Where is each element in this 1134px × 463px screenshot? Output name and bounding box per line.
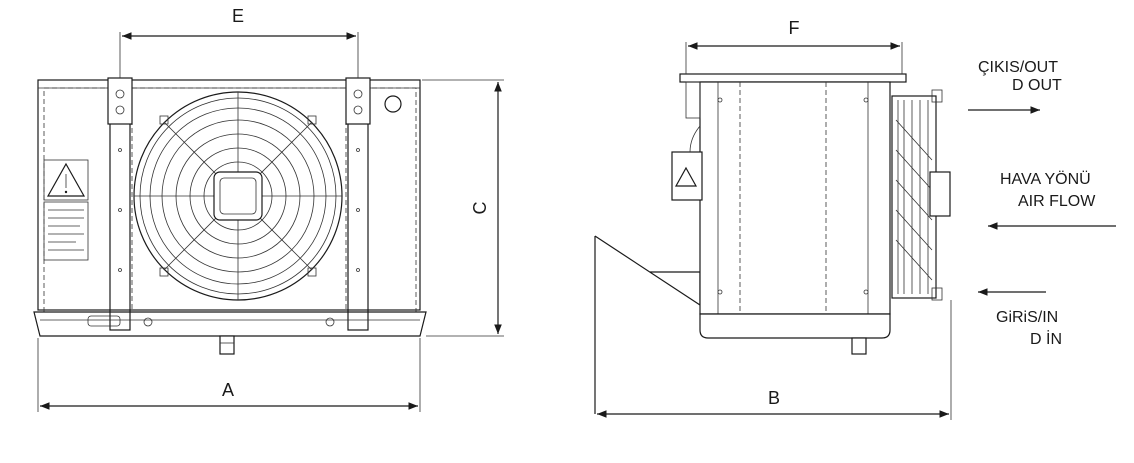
junction-box (671, 151, 703, 201)
dimension-label-a: A (221, 380, 234, 400)
side-drain (851, 337, 867, 355)
dimension-c (422, 79, 504, 337)
inlet-label-line1: GiRiS/IN (996, 309, 1059, 326)
side-fan (891, 89, 951, 301)
drain-pipe (219, 335, 235, 355)
dimension-b (597, 300, 952, 420)
dimension-f (685, 42, 903, 74)
nameplate (43, 201, 89, 261)
airflow-label-line2: AIR FLOW (1018, 193, 1096, 210)
port-circle (384, 95, 402, 113)
dimension-label-b: B (767, 388, 780, 408)
right-bracket (345, 77, 371, 125)
dimension-label-e: E (231, 6, 244, 26)
dimension-label-f: F (788, 18, 800, 38)
dimension-a (37, 338, 421, 412)
warning-triangle-icon (674, 166, 698, 187)
airflow-label-line1: HAVA YÖNÜ (1000, 171, 1091, 188)
inlet-label-line2: D İN (1030, 331, 1062, 348)
side-motor (929, 171, 951, 217)
left-bracket (107, 77, 133, 125)
warning-triangle-icon (43, 159, 89, 201)
outlet-label-line2: D OUT (1012, 77, 1062, 94)
side-body (699, 81, 891, 315)
fan-motor (213, 171, 263, 221)
dimension-e (119, 32, 359, 78)
top-plate (679, 73, 907, 83)
mounting-wedge (594, 235, 701, 307)
dimension-label-c: C (470, 201, 490, 215)
fan-icon (133, 91, 343, 301)
front-view (33, 77, 427, 355)
side-view (594, 73, 951, 414)
drip-tray (33, 311, 427, 337)
outlet-label-line1: ÇIKIS/OUT (978, 59, 1059, 76)
